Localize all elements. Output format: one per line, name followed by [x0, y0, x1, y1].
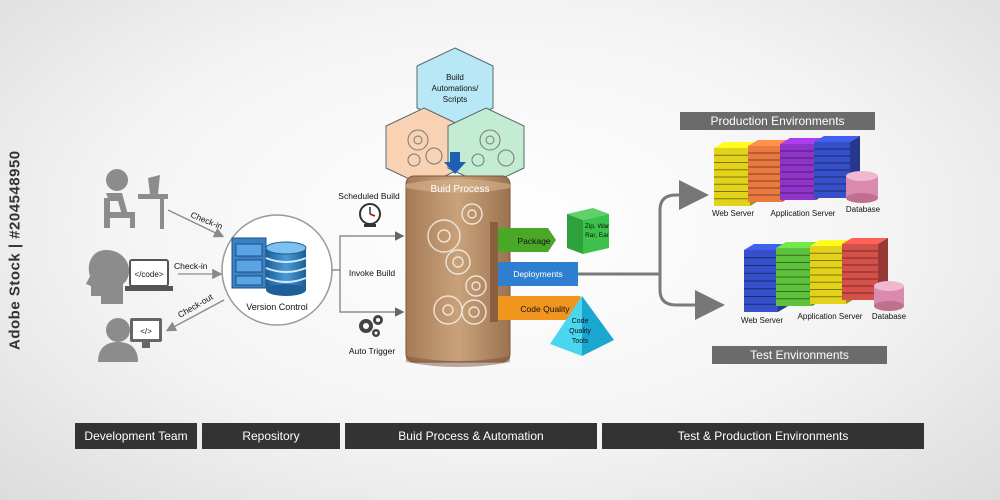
zip-line-2: Rar, Ear — [585, 232, 610, 239]
file-cabinet-icon — [231, 237, 267, 289]
checkout-arrow — [165, 299, 225, 332]
checkin-label-2: Check-in — [174, 261, 208, 271]
deployments-label: Deployments — [513, 269, 563, 279]
checkin-arrow-1 — [167, 209, 225, 238]
automation-hex-cluster — [385, 47, 525, 187]
developer-desk-icon — [104, 169, 168, 229]
clock-icon — [359, 203, 381, 227]
test-server-racks — [744, 238, 888, 312]
automation-line-3: Scripts — [443, 95, 467, 104]
test-app-server-label: Application Server — [798, 312, 863, 321]
code-quality-label: Code Quality — [520, 304, 570, 314]
bottom-bar-build-process: Buid Process & Automation — [345, 423, 597, 449]
prod-database-label: Database — [846, 205, 881, 214]
to-production-arrow — [658, 180, 709, 274]
bottom-bar-repository: Repository — [202, 423, 340, 449]
down-arrow-icon — [444, 152, 466, 174]
repo-to-build-top-arrow — [332, 231, 405, 271]
build-gears-icon — [427, 203, 487, 325]
zip-line-1: Zip, War — [585, 223, 610, 230]
test-rack-green — [776, 242, 822, 306]
code-tag-text: </code> — [135, 270, 164, 279]
scheduled-build-label: Scheduled Build — [338, 191, 400, 201]
prod-app-server-label: Application Server — [771, 209, 836, 218]
automation-line-1: Build — [446, 73, 464, 82]
production-database-icon — [846, 171, 878, 203]
tools-line-1: Code — [572, 318, 589, 325]
developer-monitor-icon: </> — [98, 318, 162, 362]
bottom-bar-development-team: Development Team — [75, 423, 197, 449]
test-database-label: Database — [872, 312, 907, 321]
version-control-label: Version Control — [246, 302, 308, 312]
auto-trigger-gears-icon — [359, 315, 383, 337]
automation-line-2: Automations/ — [432, 84, 479, 93]
build-side-slot — [490, 222, 498, 322]
test-database-icon — [874, 281, 904, 311]
package-band — [498, 228, 556, 252]
auto-trigger-label: Auto Trigger — [349, 346, 395, 356]
quality-pyramid-icon — [550, 296, 614, 356]
package-cube-icon — [567, 208, 609, 254]
build-process-title: Buid Process — [431, 184, 490, 195]
build-process-box — [405, 175, 511, 367]
prod-web-server-label: Web Server — [712, 209, 754, 218]
hex-gears-icon — [407, 129, 515, 167]
tools-line-3: Tools — [572, 338, 589, 345]
prod-rack-blue — [814, 136, 860, 198]
invoke-build-label: Invoke Build — [349, 268, 396, 278]
bottom-bar-environments: Test & Production Environments — [602, 423, 924, 449]
test-web-server-label: Web Server — [741, 316, 783, 325]
deployments-band — [498, 262, 578, 286]
code-slash-text: </> — [140, 327, 152, 336]
package-label: Package — [517, 236, 550, 246]
test-environments-title: Test Environments — [712, 346, 887, 364]
code-quality-band — [498, 296, 586, 320]
production-server-racks — [714, 136, 860, 206]
repo-to-build-bottom-arrow — [339, 270, 405, 317]
to-test-arrow — [658, 274, 725, 320]
database-stack-icon — [265, 241, 307, 296]
developer-laptop-icon: </code> — [86, 250, 173, 304]
production-environments-title: Production Environments — [680, 112, 875, 130]
tools-line-2: Quality — [569, 328, 591, 335]
